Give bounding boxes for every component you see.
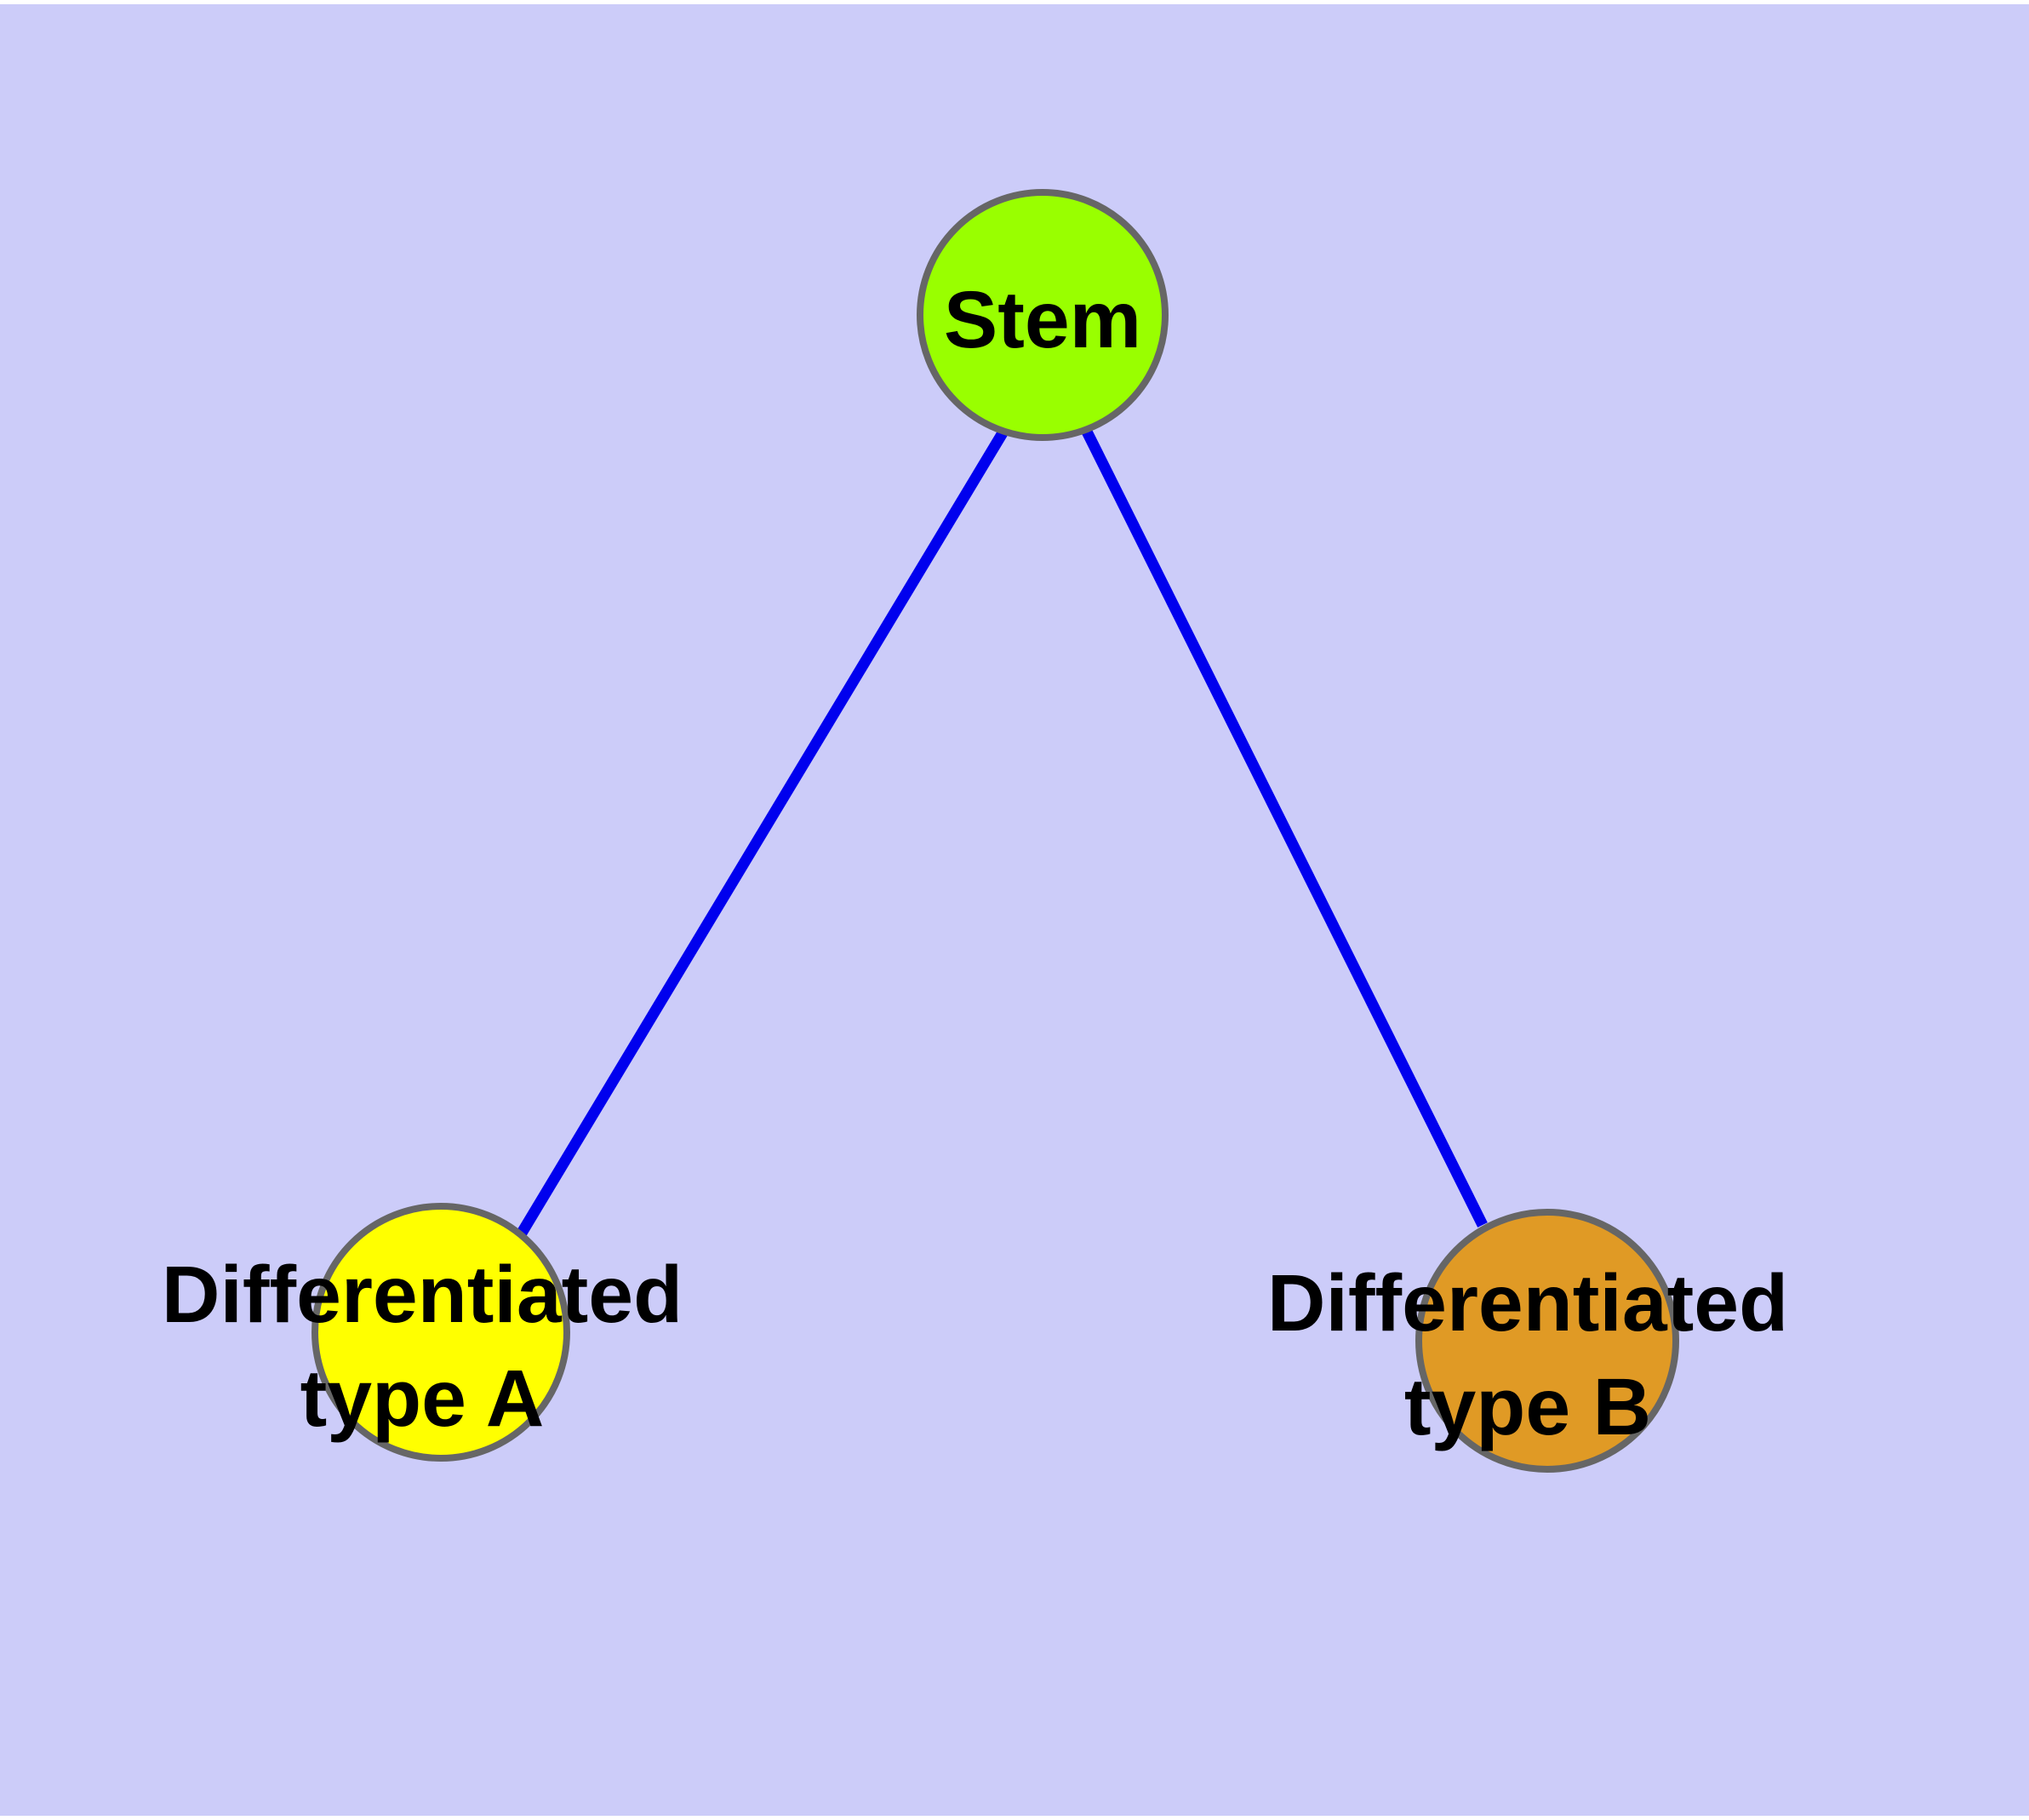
node-differentiated-type-b-label-line2: type B	[1404, 1362, 1651, 1452]
node-stem[interactable]: Stem	[917, 189, 1169, 441]
node-differentiated-type-b-label-line1: Differentiated	[1267, 1258, 1788, 1348]
diagram-canvas: Stem Differentiated type A Differentiate…	[0, 4, 2029, 1816]
node-differentiated-type-b-circle[interactable]	[1415, 1209, 1679, 1473]
node-differentiated-type-a-circle[interactable]	[311, 1203, 570, 1462]
node-differentiated-type-a-label-line2: type A	[300, 1354, 545, 1444]
node-differentiated-type-a-label-line1: Differentiated	[162, 1250, 683, 1340]
node-stem-label: Stem	[944, 275, 1141, 365]
node-differentiated-type-a[interactable]: Differentiated type A	[162, 1203, 683, 1462]
edge-stem-to-differentiated-type-b[interactable]	[1081, 427, 1488, 1228]
edges-layer	[516, 427, 1488, 1238]
edge-stem-to-differentiated-type-a[interactable]	[516, 428, 1009, 1238]
node-stem-circle[interactable]	[917, 189, 1169, 441]
network-graph: Stem Differentiated type A Differentiate…	[162, 189, 1788, 1473]
node-differentiated-type-b[interactable]: Differentiated type B	[1267, 1209, 1788, 1473]
